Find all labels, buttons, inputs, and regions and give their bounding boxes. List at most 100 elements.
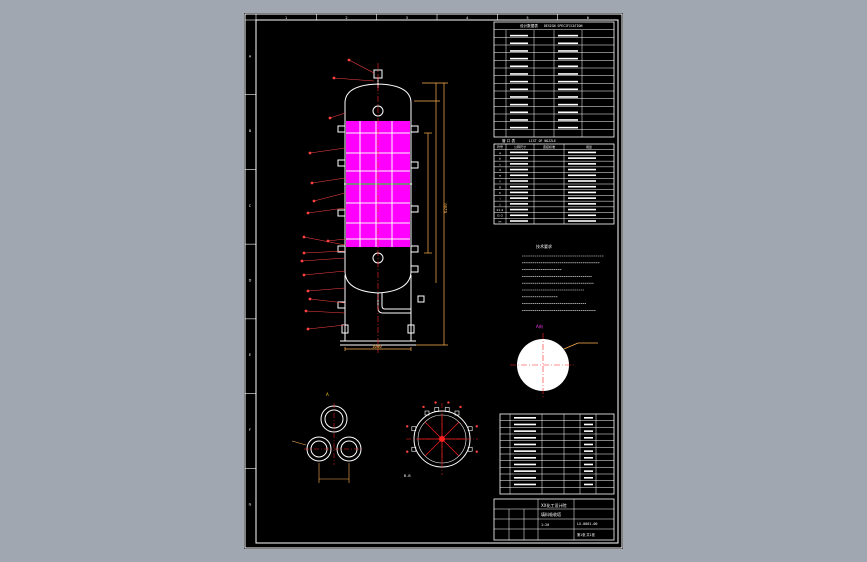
outer-frame	[244, 13, 623, 549]
section-bb-label: B-B	[404, 474, 411, 478]
side-nozzle	[337, 209, 346, 217]
leader-balloon	[306, 289, 310, 293]
plan-balloon	[434, 401, 437, 404]
border-col-label: 4	[466, 16, 469, 20]
nozzle-table-title: 管 口 表	[502, 138, 515, 143]
technical-notes: 技术要求	[522, 243, 604, 311]
side-nozzle	[410, 205, 419, 213]
leader-balloon	[302, 251, 306, 255]
plan-balloon	[475, 425, 478, 428]
leader-balloon	[302, 273, 306, 277]
side-nozzle	[410, 125, 419, 133]
bottom-outlet-pipe	[377, 293, 411, 314]
border-col-label: 6	[587, 16, 589, 20]
design-spec-table: 设计数据表 DESIGN SPECIFICATION	[493, 21, 615, 138]
leader-balloon	[300, 259, 304, 263]
nozzle-table-header: 公称尺寸	[514, 144, 526, 149]
part-leaders	[300, 58, 375, 331]
nozzle-row-symbol: b	[499, 157, 501, 161]
border-col-label: 3	[406, 16, 408, 20]
side-nozzle	[410, 161, 419, 169]
height-dimensions	[414, 82, 448, 346]
leader-balloon	[306, 327, 310, 331]
nozzle-table: 管 口 表 LIST OF NOZZLE 符号公称尺寸连接标准用途 abcdef…	[493, 138, 615, 225]
border-row-label: A	[249, 54, 252, 58]
side-nozzle	[337, 301, 346, 309]
leader-balloon	[304, 309, 308, 313]
border-col-label: 5	[526, 16, 528, 20]
plan-balloon	[422, 405, 425, 409]
parts-list-table	[499, 413, 615, 495]
side-nozzle	[410, 245, 419, 253]
view-a-label: A向	[536, 323, 543, 329]
distributor-plan-view: B-B	[404, 401, 478, 478]
nozzle-row-symbol: f	[499, 179, 501, 183]
nozzle-row-symbol: j	[499, 202, 501, 206]
notes-title: 技术要求	[536, 243, 552, 249]
leader-balloon	[312, 199, 316, 203]
leader-balloon	[302, 235, 306, 239]
plan-balloon	[447, 401, 450, 404]
nozzle-orientation-view: A向	[510, 323, 598, 397]
title-drawing-name: 填料吸收塔	[541, 511, 561, 517]
title-sheet: 第1张 共1张	[577, 532, 596, 537]
nozzle-row-symbol: e	[499, 174, 501, 178]
border-row-label: G	[249, 503, 252, 507]
border-col-label: 1	[285, 16, 287, 20]
nozzle-row-symbol: d	[499, 168, 501, 172]
nozzle-row-symbol: a	[499, 151, 501, 155]
nozzle-table-header: 符号	[497, 144, 503, 149]
leader-balloon	[306, 211, 310, 215]
plan-balloon	[406, 425, 409, 428]
leader-balloon	[328, 116, 332, 120]
plan-nozzle	[467, 426, 473, 432]
title-drawing-number: LX-0001-00	[577, 522, 597, 526]
border-col-label: 2	[345, 16, 347, 20]
nozzle-table-header: 用途	[586, 144, 592, 149]
side-nozzle	[410, 265, 419, 273]
nozzle-row-symbol: g	[499, 185, 501, 189]
nozzle-table-header: 连接标准	[543, 144, 555, 149]
leader-balloon	[308, 151, 312, 155]
border-row-label: C	[249, 204, 252, 208]
view-a-small-label: A	[326, 392, 329, 397]
skirt-opening-right	[407, 324, 415, 334]
leader-balloon	[310, 181, 314, 185]
title-company: XX化工设计院	[541, 502, 566, 508]
title-block: XX化工设计院 填料吸收塔 LX-0001-00 1:20 第1张 共1张	[493, 498, 615, 541]
nozzle-row-symbol: l1-2	[497, 214, 503, 218]
plan-nozzle	[467, 446, 473, 452]
plan-nozzle	[444, 407, 450, 412]
side-nozzle	[337, 125, 346, 133]
overall-height-dimension: 6200	[443, 203, 448, 213]
outlet-flange	[417, 295, 425, 303]
border-zone-marks: 1 2 3 4 5 6A B C D E F G	[245, 14, 589, 507]
base-width-dimension: 1000	[372, 344, 382, 349]
border-row-label: D	[249, 279, 252, 283]
nozzle-table-subtitle: LIST OF NOZZLE	[529, 139, 556, 143]
design-table-subtitle: DESIGN SPECIFICATION	[544, 24, 582, 28]
border-row-label: B	[249, 129, 252, 133]
plan-balloon	[459, 405, 462, 409]
side-nozzle	[337, 159, 346, 167]
leader-balloon	[332, 76, 336, 80]
plan-balloon	[475, 450, 478, 453]
nozzle-row-symbol: m	[499, 219, 502, 223]
border-row-label: F	[249, 428, 251, 432]
nozzle-row-symbol: k1-2	[497, 208, 504, 212]
lower-packing-bed	[346, 185, 410, 247]
plan-nozzle	[411, 446, 417, 452]
leader-balloon	[347, 58, 351, 62]
leader-balloon	[308, 297, 312, 301]
top-head	[344, 83, 412, 104]
plan-nozzle	[454, 410, 460, 416]
design-table-title: 设计数据表	[520, 23, 538, 28]
border-row-label: E	[249, 353, 251, 357]
plan-balloon	[406, 450, 409, 453]
side-nozzles	[337, 125, 425, 309]
base-width-dimension-line	[344, 347, 412, 351]
side-nozzle	[337, 245, 346, 253]
nozzle-row-symbol: i	[500, 197, 501, 201]
